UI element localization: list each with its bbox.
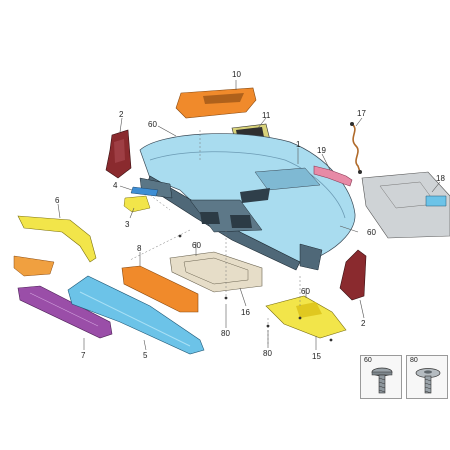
part-15-yellow-panel — [265, 295, 347, 339]
part-16-mount-frame — [169, 251, 263, 293]
callout-60-right: 60 — [367, 228, 376, 237]
part-17-wire-harness — [350, 122, 362, 174]
callout-8: 8 — [137, 244, 142, 253]
screw-60-icon — [371, 367, 393, 394]
left-orange-piece — [13, 255, 55, 277]
part-5-blue-trim — [67, 275, 205, 355]
legend-80-label: 80 — [410, 357, 418, 364]
callout-17: 17 — [357, 109, 366, 118]
part-2-left-bracket — [105, 129, 132, 179]
leader-lines — [57, 80, 441, 351]
callout-18: 18 — [436, 174, 445, 183]
callout-7: 7 — [81, 351, 86, 360]
callout-80-lower: 80 — [263, 349, 272, 358]
fastener-dots — [178, 234, 333, 342]
callout-15: 15 — [312, 352, 321, 361]
part-4-small-bar — [130, 186, 159, 197]
callout-10: 10 — [232, 70, 241, 79]
part-6-yellow-trim — [17, 215, 97, 263]
callout-2-right: 2 — [361, 319, 366, 328]
part-10-top-cover — [175, 87, 257, 119]
part-19-pink-duct — [313, 165, 353, 187]
callout-4: 4 — [113, 181, 118, 190]
callout-60-center: 60 — [192, 241, 201, 250]
callout-6: 6 — [55, 196, 60, 205]
part-7-purple-trim — [17, 285, 113, 339]
callout-2-left: 2 — [119, 110, 124, 119]
callout-16: 16 — [241, 308, 250, 317]
callout-5: 5 — [143, 351, 148, 360]
callout-3: 3 — [125, 220, 130, 229]
callout-11: 11 — [262, 111, 271, 120]
part-18-grey-frame — [361, 171, 450, 239]
callout-60-top: 60 — [148, 120, 157, 129]
callout-1: 1 — [296, 140, 301, 149]
callout-labels: 10 11 1 2 60 19 17 18 60 4 3 6 8 60 16 6… — [55, 70, 445, 361]
screw-80-icon — [415, 368, 441, 394]
legend-screw-80: 80 — [406, 355, 448, 399]
legend-60-label: 60 — [364, 357, 372, 364]
callout-80-center: 80 — [221, 329, 230, 338]
callout-60-lower: 60 — [301, 287, 310, 296]
callout-19: 19 — [317, 146, 326, 155]
legend-screw-60: 60 — [360, 355, 402, 399]
part-1-dashboard-carrier — [139, 133, 356, 271]
part-2-right-bracket — [339, 249, 367, 301]
part-3-small-bracket — [123, 195, 151, 213]
